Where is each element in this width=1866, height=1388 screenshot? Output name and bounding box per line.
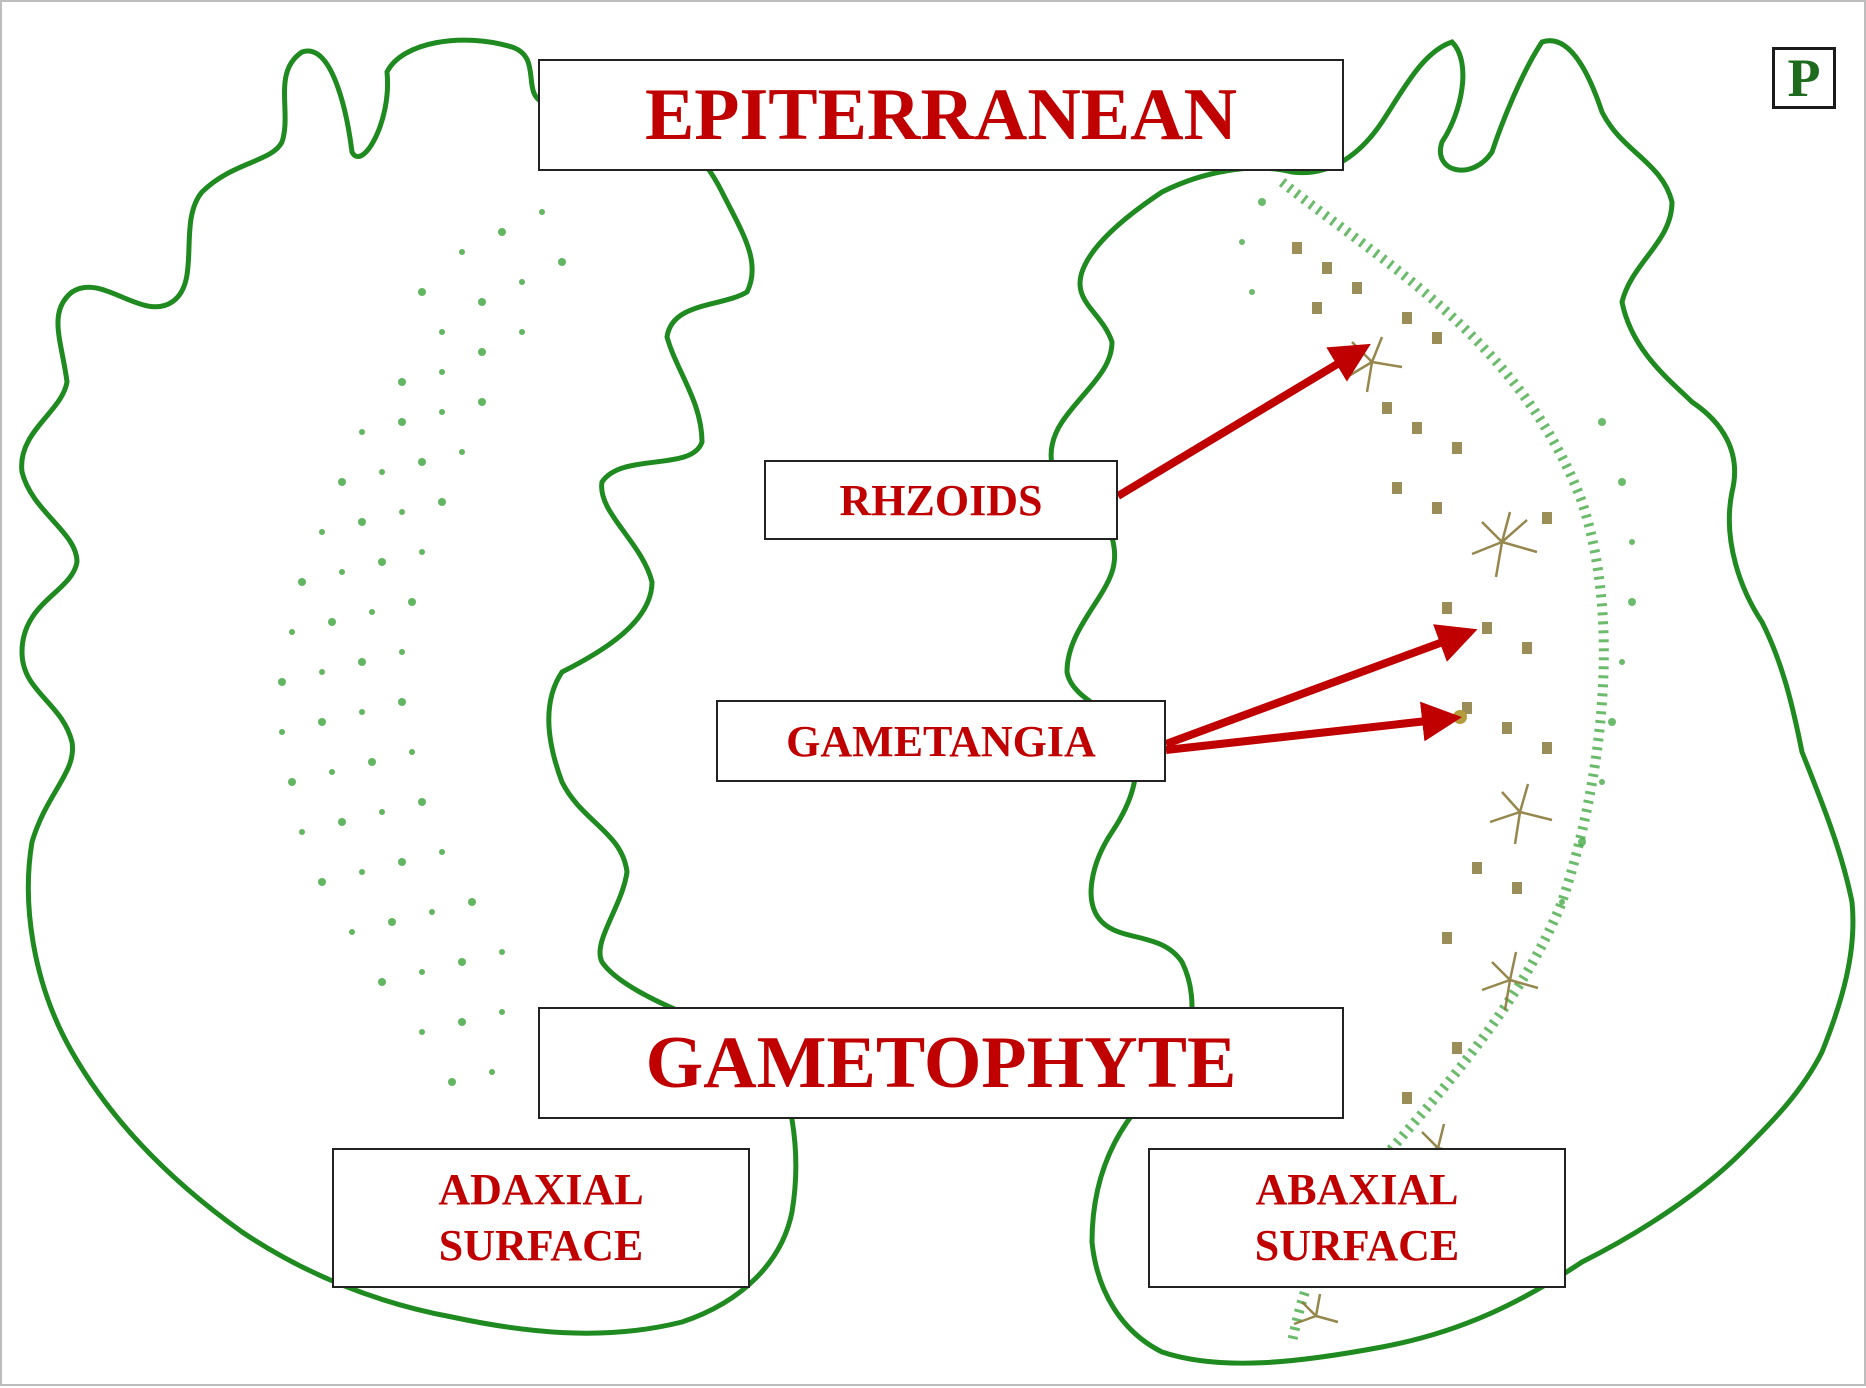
abaxial-dot-field (1239, 198, 1636, 905)
gametangia-arrow-upper (1166, 632, 1470, 744)
label-adaxial-surface: ADAXIAL SURFACE (332, 1148, 750, 1288)
label-gametangia-text: GAMETANGIA (786, 716, 1096, 767)
panel-tag-text: P (1788, 47, 1821, 109)
label-gametangia: GAMETANGIA (716, 700, 1166, 782)
label-abaxial-line2: SURFACE (1255, 1218, 1460, 1274)
label-abaxial-surface: ABAXIAL SURFACE (1148, 1148, 1566, 1288)
title-gametophyte: GAMETOPHYTE (538, 1007, 1344, 1119)
panel-tag: P (1772, 47, 1836, 109)
gametangia-arrow-lower (1166, 718, 1454, 750)
label-abaxial-line1: ABAXIAL (1256, 1162, 1459, 1218)
label-rhizoids-text: RHZOIDS (840, 475, 1043, 526)
rhizoids-arrow (1118, 348, 1364, 496)
label-adaxial-line2: SURFACE (439, 1218, 644, 1274)
annotation-arrows (1118, 348, 1470, 750)
adaxial-dot-field (278, 209, 566, 1086)
title-epiterranean: EPITERRANEAN (538, 59, 1344, 171)
title-epiterranean-text: EPITERRANEAN (645, 73, 1237, 158)
title-gametophyte-text: GAMETOPHYTE (646, 1021, 1237, 1106)
label-adaxial-line1: ADAXIAL (438, 1162, 643, 1218)
label-rhizoids: RHZOIDS (764, 460, 1118, 540)
adaxial-thallus-outline (22, 40, 796, 1333)
adaxial-gametophyte (22, 40, 796, 1333)
